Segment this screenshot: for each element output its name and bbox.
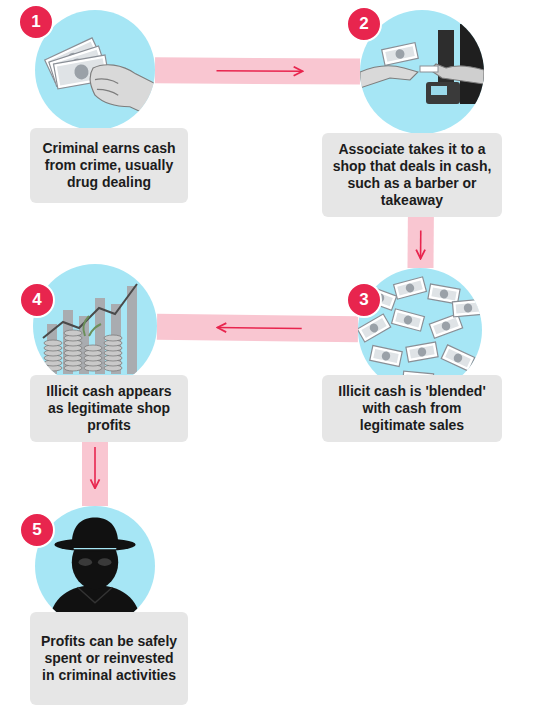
step-circle: 4 [33,264,157,388]
step-text: Illicit cash appears as legitimate shop … [39,383,179,434]
illustration-part [406,342,438,362]
illustration-part [382,43,419,66]
illustration-part [358,314,391,342]
illustration-part [95,79,118,95]
step-box: Criminal earns cash from crime, usually … [30,128,188,203]
step-number: 3 [346,282,382,318]
illustration-part [360,66,418,88]
step-circle: 2 [360,10,484,134]
connector-arrow [94,447,96,488]
step-number: 1 [18,4,54,40]
step-box: Associate takes it to a shop that deals … [322,133,502,217]
illustration [35,10,155,130]
step-illustration [33,264,157,388]
step-text: Associate takes it to a shop that deals … [331,141,493,209]
step-illustration [35,10,155,130]
connector-arrow [217,328,301,329]
illustration-part [429,314,462,338]
illustration-part [43,284,137,338]
connector-band [157,327,358,329]
illustration-part [90,65,155,119]
illustration-part [84,345,102,351]
step-text: Criminal earns cash from crime, usually … [39,140,179,191]
illustration-part [420,66,438,72]
step-box: Illicit cash is 'blended' with cash from… [322,375,502,442]
illustration-part [98,558,112,566]
illustration-part [460,24,484,104]
connector-arrow [217,70,303,72]
illustration-part [441,345,475,371]
illustration-part [72,518,118,545]
illustration-part [426,82,460,104]
connector-band [155,70,360,71]
illustration-part [78,587,113,602]
step-number: 5 [19,512,55,548]
step-circle: 5 [35,506,155,626]
flow-connector [157,327,358,329]
illustration-part [370,346,402,367]
illustration [33,264,157,388]
illustration-part [83,316,101,336]
illustration-part [452,299,482,317]
illustration-part [127,286,137,374]
step-number: 2 [346,6,382,42]
illustration-part [104,335,122,341]
illustration-part [392,309,425,331]
flow-connector [155,70,360,71]
step-box: Profits can be safely spent or reinveste… [30,612,188,705]
step-circle: 3 [358,268,482,392]
illustration-part [79,558,93,566]
step-box: Illicit cash appears as legitimate shop … [30,375,188,442]
illustration-part [394,277,427,299]
step-number: 4 [19,282,55,318]
illustration-part [431,86,447,95]
step-text: Profits can be safely spent or reinveste… [39,633,179,684]
illustration-part [64,330,82,336]
step-text: Illicit cash is 'blended' with cash from… [331,383,493,434]
step-circle: 1 [35,10,155,130]
illustration-part [74,548,117,549]
connector-arrow [420,230,422,258]
illustration-part [44,340,62,346]
